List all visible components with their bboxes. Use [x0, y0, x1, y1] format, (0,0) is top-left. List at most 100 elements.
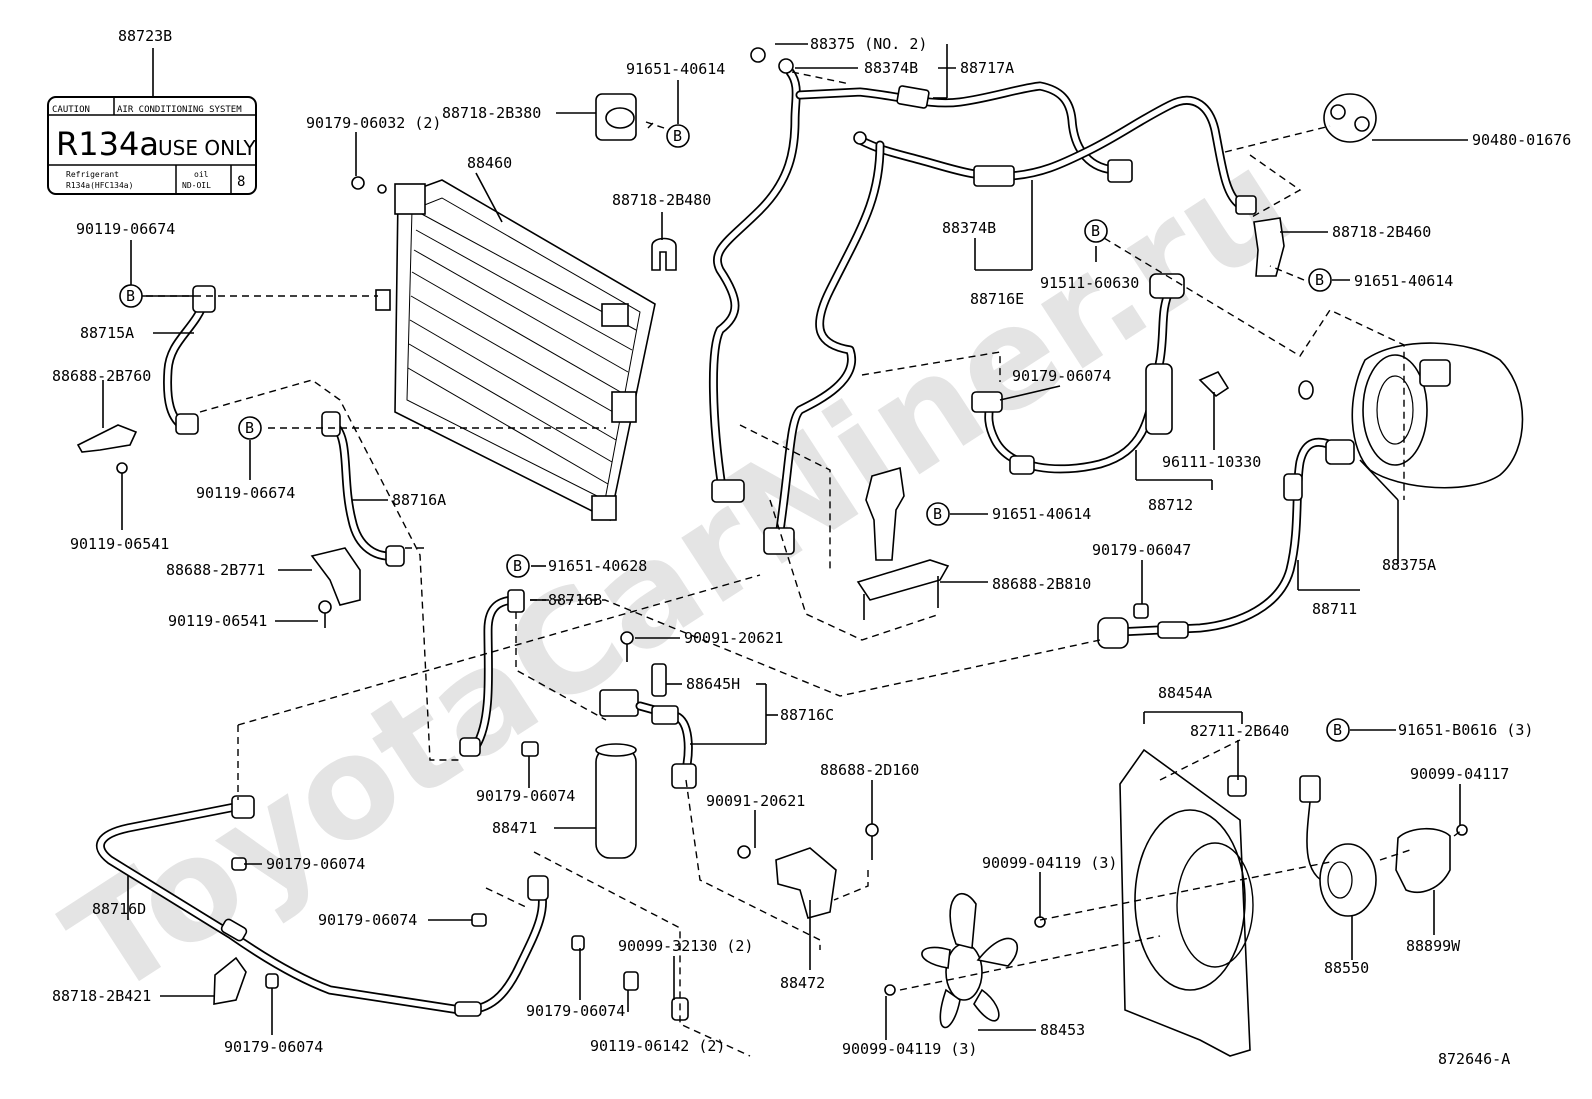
label-90179-06074-f: 90179-06074	[224, 1038, 323, 1056]
label-90099-32130: 90099-32130 (2)	[618, 937, 753, 955]
card-ac-system: AIR CONDITIONING SYSTEM	[117, 105, 242, 115]
label-90119-06142: 90119-06142 (2)	[590, 1037, 725, 1055]
pipe-fitting	[192, 285, 216, 313]
label-88723B: 88723B	[118, 27, 172, 45]
card-caution: CAUTION	[52, 105, 90, 115]
label-88716E: 88716E	[970, 290, 1024, 308]
label-88712: 88712	[1148, 496, 1193, 514]
compressor	[1351, 342, 1524, 489]
label-91511-60630: 91511-60630	[1040, 274, 1139, 292]
callout-b: B	[1315, 271, 1324, 289]
bracket-icon	[310, 547, 361, 606]
label-88688-2D160: 88688-2D160	[820, 761, 919, 779]
label-90179-06032: 90179-06032 (2)	[306, 114, 441, 132]
label-91651-40614-top: 91651-40614	[626, 60, 725, 78]
bracket-88688-2B810	[856, 466, 950, 620]
pipe-fitting	[175, 413, 199, 435]
fan-shroud	[1119, 748, 1254, 1057]
card-foot-refrigerant-type: R134a(HFC134a)	[66, 181, 133, 190]
label-88374B-mid: 88374B	[942, 219, 996, 237]
card-foot-number: 8	[237, 174, 245, 190]
label-88688-2B760: 88688-2B760	[52, 367, 151, 385]
clip-icon	[1198, 370, 1230, 398]
label-88716C: 88716C	[780, 706, 834, 724]
cap-icon	[778, 58, 794, 74]
clamp-88718-2B380	[595, 93, 637, 141]
cap-icon	[750, 47, 766, 63]
clamp-icon	[1253, 217, 1285, 277]
label-90099-04119-b: 90099-04119 (3)	[842, 1040, 977, 1058]
label-88460: 88460	[467, 154, 512, 172]
pressure-switch-icon	[651, 663, 667, 697]
callout-b: B	[673, 127, 682, 145]
label-90179-06074-d: 90179-06074	[318, 911, 417, 929]
refrigerant-label-card: CAUTION AIR CONDITIONING SYSTEM R134a US…	[47, 96, 257, 195]
card-foot-oil: oil	[194, 170, 209, 179]
label-872646-A: 872646-A	[1438, 1050, 1510, 1068]
label-88454A: 88454A	[1158, 684, 1212, 702]
cap-icon	[1298, 380, 1314, 400]
part-labels: 88723B 88375 (NO. 2) 88374B 88717A 91651…	[52, 27, 1571, 1068]
label-90119-06541-a: 90119-06541	[70, 535, 169, 553]
clamp-icon	[651, 237, 677, 271]
label-91651-40628: 91651-40628	[548, 557, 647, 575]
label-91651-40614-mid: 91651-40614	[992, 505, 1091, 523]
label-88550: 88550	[1324, 959, 1369, 977]
callout-b: B	[1333, 721, 1342, 739]
label-88716B: 88716B	[548, 591, 602, 609]
label-88718-2B421: 88718-2B421	[52, 987, 151, 1005]
bracket-icon	[775, 847, 837, 919]
label-90099-04117: 90099-04117	[1410, 765, 1509, 783]
label-88688-2B810: 88688-2B810	[992, 575, 1091, 593]
grommet	[1323, 93, 1377, 143]
bolt-icon	[351, 176, 365, 190]
card-foot-oil-type: ND-OIL	[182, 181, 211, 190]
label-91651-40614-right: 91651-40614	[1354, 272, 1453, 290]
label-90119-06674-b: 90119-06674	[196, 484, 295, 502]
callout-b: B	[245, 419, 254, 437]
bolt-icon	[377, 184, 387, 194]
label-90179-06047: 90179-06047	[1092, 541, 1191, 559]
callout-b-circles: B B B B B B B B	[119, 124, 1350, 742]
condenser	[375, 179, 656, 522]
label-91651-B0616: 91651-B0616 (3)	[1398, 721, 1533, 739]
clamp-icon	[213, 956, 247, 1005]
label-88688-2B771: 88688-2B771	[166, 561, 265, 579]
label-90179-06074-e: 90179-06074	[526, 1002, 625, 1020]
label-88899W: 88899W	[1406, 937, 1461, 955]
label-88472: 88472	[780, 974, 825, 992]
fan-blade	[921, 892, 1019, 1029]
label-88374B-top: 88374B	[864, 59, 918, 77]
label-96111-10330: 96111-10330	[1162, 453, 1261, 471]
label-88375-no2: 88375 (NO. 2)	[810, 35, 927, 53]
label-88717A: 88717A	[960, 59, 1014, 77]
label-88645H: 88645H	[686, 675, 740, 693]
card-foot-refrigerant: Refrigerant	[66, 170, 119, 179]
bracket-icon	[76, 424, 138, 453]
card-refrigerant: R134a	[56, 125, 159, 163]
label-82711-2B640: 82711-2B640	[1190, 722, 1289, 740]
callout-b: B	[933, 505, 942, 523]
label-88716D: 88716D	[92, 900, 146, 918]
label-88471: 88471	[492, 819, 537, 837]
callout-b: B	[126, 287, 135, 305]
label-88718-2B460: 88718-2B460	[1332, 223, 1431, 241]
label-90179-06074-c: 90179-06074	[266, 855, 365, 873]
label-88718-2B480: 88718-2B480	[612, 191, 711, 209]
label-88711: 88711	[1312, 600, 1357, 618]
label-88453: 88453	[1040, 1021, 1085, 1039]
label-90119-06541-b: 90119-06541	[168, 612, 267, 630]
label-90179-06074-b: 90179-06074	[476, 787, 575, 805]
label-88715A: 88715A	[80, 324, 134, 342]
label-88716A: 88716A	[392, 491, 446, 509]
label-90480-01676: 90480-01676	[1472, 131, 1571, 149]
label-90119-06674-a: 90119-06674	[76, 220, 175, 238]
callout-b: B	[1091, 222, 1100, 240]
label-90091-20621-a: 90091-20621	[684, 629, 783, 647]
label-88375A: 88375A	[1382, 556, 1436, 574]
label-90099-04119-a: 90099-04119 (3)	[982, 854, 1117, 872]
receiver-dryer	[595, 689, 639, 859]
callout-b: B	[513, 557, 522, 575]
motor-bracket-icon	[1395, 827, 1451, 894]
